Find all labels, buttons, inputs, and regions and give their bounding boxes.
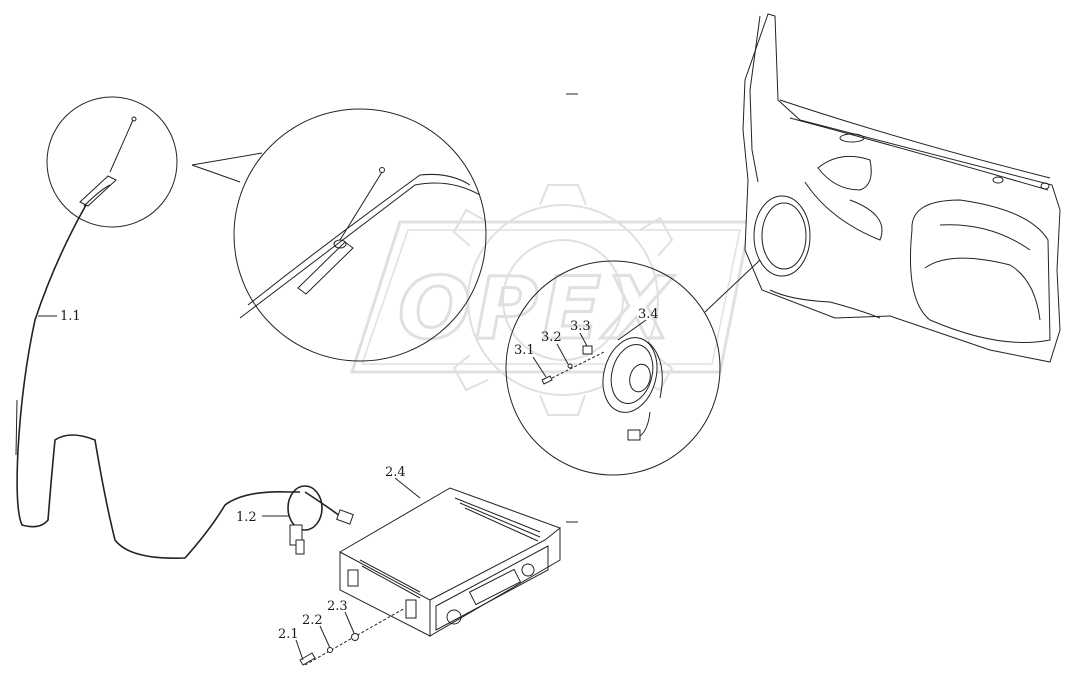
callout-pointer [191,152,263,183]
label-2-2: 2.2 [302,613,323,628]
antenna-detail-large [233,108,487,362]
door-panel [704,13,1061,363]
radio-unit: 2.4 [339,465,578,637]
label-3-3: 3.3 [570,319,591,334]
label-3-2: 3.2 [541,330,562,345]
label-2-1: 2.1 [278,627,299,642]
label-3-1: 3.1 [514,343,535,358]
watermark-gear [452,184,674,416]
label-1-1: 1.1 [60,309,81,324]
label-2-3: 2.3 [327,599,348,614]
antenna-clamp: 1.2 [236,485,354,555]
label-2-4: 2.4 [385,465,406,480]
label-1-2: 1.2 [236,510,257,525]
speaker-detail: 3.1 3.2 3.3 3.4 [505,93,721,476]
radio-vents [359,497,541,599]
label-3-4: 3.4 [638,307,659,322]
radio-fasteners: 2.1 2.2 2.3 [278,599,406,666]
antenna-cable: 1.1 [15,204,300,559]
antenna-detail-small [46,96,178,228]
